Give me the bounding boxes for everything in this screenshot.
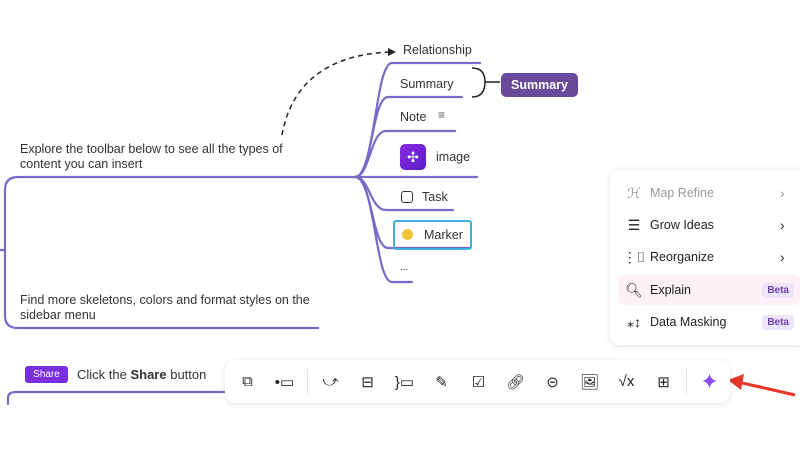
beta-badge: Beta — [762, 314, 794, 330]
menu-label: Explain — [650, 283, 691, 297]
menu-item-map-refine[interactable]: ℋ Map Refine › — [618, 178, 800, 208]
note-icon: ≡ — [438, 108, 446, 122]
summary-badge[interactable]: Summary — [501, 73, 578, 97]
chevron-right-icon: › — [780, 185, 785, 201]
marker-icon — [402, 229, 413, 240]
bottom-toolbar: ⧉ •▭ ⤻ ⊟ }▭ ✎ ☑ 🔗︎ ⊝ 🖼︎ √x ⊞ ✦ — [225, 360, 730, 403]
branch-note — [353, 129, 457, 179]
chevron-right-icon: › — [780, 217, 785, 233]
topic-find-skeletons[interactable]: Find more skeletons, colors and format s… — [20, 293, 310, 322]
hyperlink-icon[interactable]: ⊝ — [546, 373, 559, 391]
summary-icon[interactable]: }▭ — [394, 373, 415, 391]
summary-brace — [471, 67, 500, 98]
chevron-right-icon: › — [780, 249, 785, 265]
menu-label: Grow Ideas — [650, 218, 714, 232]
toolbar-divider — [686, 368, 687, 395]
insert-child-icon[interactable]: •▭ — [274, 373, 295, 391]
share-instruction[interactable]: Click the Share button — [77, 367, 206, 382]
explain-icon: 🔍︎ — [625, 281, 643, 298]
note-node[interactable]: Note — [400, 110, 427, 124]
menu-item-grow-ideas[interactable]: ☰ Grow Ideas › — [618, 210, 800, 240]
marker-node[interactable]: Marker — [424, 228, 463, 242]
relationship-icon[interactable]: ⤻ — [322, 373, 339, 390]
share-badge: Share — [25, 366, 68, 383]
menu-label: Reorganize — [650, 250, 714, 264]
task-node[interactable]: Task — [422, 190, 448, 204]
task-icon[interactable]: ☑ — [471, 373, 486, 391]
link-icon[interactable]: 🔗︎ — [505, 373, 526, 391]
summary-node[interactable]: Summary — [400, 77, 454, 91]
map-refine-icon: ℋ — [627, 184, 641, 201]
image-icon: ✣ — [400, 144, 426, 170]
insert-sibling-icon[interactable]: ⧉ — [242, 373, 253, 390]
red-arrow — [737, 380, 796, 397]
image-icon[interactable]: 🖼︎ — [579, 373, 600, 391]
note-icon[interactable]: ✎ — [435, 373, 448, 391]
menu-item-reorganize[interactable]: ⋮⌷ Reorganize › — [618, 242, 800, 272]
beta-badge: Beta — [762, 282, 794, 298]
marker-node-selected[interactable] — [393, 220, 472, 250]
share-suffix: button — [166, 367, 207, 382]
share-bold: Share — [130, 367, 167, 382]
task-checkbox[interactable] — [401, 191, 413, 203]
share-prefix: Click the — [77, 367, 131, 382]
branch-more — [353, 175, 414, 284]
menu-label: Data Masking — [650, 315, 727, 329]
relationship-label[interactable]: Relationship — [403, 43, 472, 57]
ai-sparkle-icon[interactable]: ✦ — [700, 368, 719, 394]
topic-explore-toolbar[interactable]: Explore the toolbar below to see all the… — [20, 142, 283, 171]
menu-item-explain[interactable]: 🔍︎ Explain Beta — [618, 275, 800, 305]
menu-label: Map Refine — [650, 186, 714, 200]
image-node[interactable]: image — [436, 150, 471, 164]
insert-more-icon[interactable]: ⊞ — [657, 373, 670, 391]
data-masking-icon: ⁎↕ — [627, 313, 641, 330]
summary-frame-icon[interactable]: ⊟ — [361, 373, 374, 391]
formula-icon[interactable]: √x — [618, 373, 635, 390]
reorganize-icon: ⋮⌷ — [622, 248, 646, 265]
grow-ideas-icon: ☰ — [627, 216, 641, 233]
main-branch — [3, 175, 357, 192]
topic2-underline — [3, 188, 320, 330]
relationship-arrow — [281, 51, 391, 136]
toolbar-divider — [307, 368, 308, 395]
menu-item-data-masking[interactable]: ⁎↕ Data Masking Beta — [618, 307, 800, 337]
more-node[interactable]: ... — [400, 262, 409, 273]
